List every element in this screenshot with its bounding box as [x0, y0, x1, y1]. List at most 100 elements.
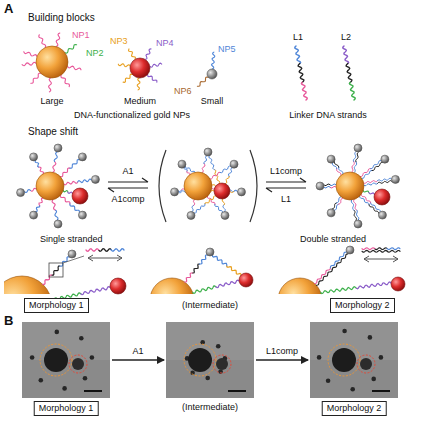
- medium-particle: [360, 358, 372, 370]
- dna-strand: [330, 252, 346, 268]
- dna-strand: [31, 73, 41, 83]
- dna-strand: [352, 161, 355, 172]
- dna-strand: [111, 249, 124, 252]
- group-caption: DNA-functionalized gold NPs: [74, 110, 190, 120]
- gold-nanoparticle: [54, 220, 62, 228]
- dna-strand: [193, 200, 195, 206]
- dna-strand: [204, 156, 207, 164]
- dna-strand: [372, 163, 382, 171]
- equilibrium-arrow: [108, 188, 148, 192]
- small-particle: [30, 355, 35, 360]
- panel-letter: B: [4, 314, 13, 329]
- dna-strand: [332, 254, 348, 270]
- small-particle: [371, 377, 376, 382]
- dna-strand: [99, 249, 111, 252]
- detail-label: Double stranded: [300, 234, 366, 244]
- small-particle: [379, 355, 384, 360]
- dna-strand: [295, 46, 301, 64]
- reagent-label: A1comp: [112, 194, 145, 204]
- dna-strand: [362, 171, 372, 179]
- reagent-label: L1comp: [270, 166, 302, 176]
- gold-nanoparticle: [278, 278, 322, 294]
- strand-label: NP2: [86, 48, 104, 58]
- dna-strand: [330, 184, 336, 185]
- dna-strand: [65, 45, 77, 54]
- gold-nanoparticle: [204, 148, 212, 156]
- gold-nanoparticle: [354, 220, 362, 228]
- gold-nanoparticle: [206, 248, 214, 256]
- dna-strand: [387, 250, 400, 252]
- particle-outline: [213, 355, 231, 373]
- dna-strand: [375, 248, 387, 250]
- equilibrium-arrow: [266, 188, 306, 192]
- caption-text: (Intermediate): [182, 402, 238, 413]
- particle-detail: [278, 278, 322, 294]
- dna-strand: [225, 176, 229, 183]
- dna-strand: [56, 33, 60, 47]
- dna-strand: [362, 248, 375, 250]
- gold-nanoparticle: [354, 144, 362, 152]
- linker-label: L1: [293, 32, 303, 42]
- tem-image: [310, 322, 398, 398]
- dna-strand: [78, 179, 92, 183]
- dna-strand: [362, 250, 375, 252]
- particle-outline: [40, 344, 72, 376]
- gold-nanoparticle: [207, 69, 217, 79]
- dna-strand: [360, 196, 370, 205]
- strand-label: NP5: [218, 44, 236, 54]
- shift-arrow: [88, 255, 122, 261]
- size-label: Large: [41, 96, 64, 106]
- particle-outline: [184, 344, 216, 376]
- dna-strand: [210, 172, 220, 179]
- dna-strand: [364, 181, 378, 184]
- dna-strand: [178, 190, 181, 191]
- gold-nanoparticle: [327, 155, 335, 163]
- small-particle: [350, 387, 355, 392]
- gold-nanoparticle: [381, 155, 389, 163]
- gold-nanoparticle: [184, 172, 212, 200]
- section-heading: Shape shift: [28, 126, 78, 138]
- dna-strand: [24, 52, 37, 57]
- particle-outline: [357, 355, 375, 373]
- small-particle: [79, 336, 84, 341]
- dna-strand: [363, 191, 369, 193]
- reaction-arrow: [112, 359, 164, 360]
- dna-strand: [301, 82, 307, 100]
- dna-strand: [86, 249, 99, 252]
- dna-strand: [199, 255, 207, 264]
- particle-outline: [328, 344, 360, 376]
- gold-nanoparticle: [178, 160, 186, 168]
- small-particle: [83, 376, 88, 381]
- size-label: Small: [201, 96, 224, 106]
- detail-label: Single stranded: [40, 234, 103, 244]
- gold-nanoparticle: [30, 153, 38, 161]
- gold-nanoparticle: [391, 277, 405, 291]
- scale-bar: [84, 390, 102, 392]
- gold-nanoparticle: [230, 160, 238, 168]
- dna-strand: [118, 64, 130, 67]
- dna-strand: [356, 152, 359, 162]
- gold-nanoparticle: [36, 172, 64, 200]
- strand-label: NP3: [110, 36, 128, 46]
- dna-strand: [70, 204, 80, 213]
- small-particle: [90, 355, 95, 360]
- dna-strand: [324, 184, 330, 185]
- dna-strand: [22, 62, 36, 65]
- small-particle: [55, 330, 60, 335]
- dna-strand: [187, 171, 190, 175]
- gold-nanoparticle: [171, 188, 179, 196]
- gold-nanoparticle: [72, 188, 88, 204]
- gold-nanoparticle: [237, 188, 245, 196]
- dna-strand: [53, 162, 56, 173]
- tem-ground: [166, 322, 254, 398]
- morphology-box: Morphology 1: [24, 298, 89, 313]
- strand-label: NP6: [174, 86, 192, 96]
- dna-strand: [234, 191, 238, 192]
- small-particle: [39, 378, 44, 383]
- zoom-leader: [63, 256, 84, 263]
- gold-nanoparticle: [130, 58, 150, 78]
- small-particle: [216, 344, 221, 349]
- dna-strand: [192, 206, 193, 212]
- dna-strand: [216, 280, 239, 288]
- dna-strand: [356, 282, 391, 289]
